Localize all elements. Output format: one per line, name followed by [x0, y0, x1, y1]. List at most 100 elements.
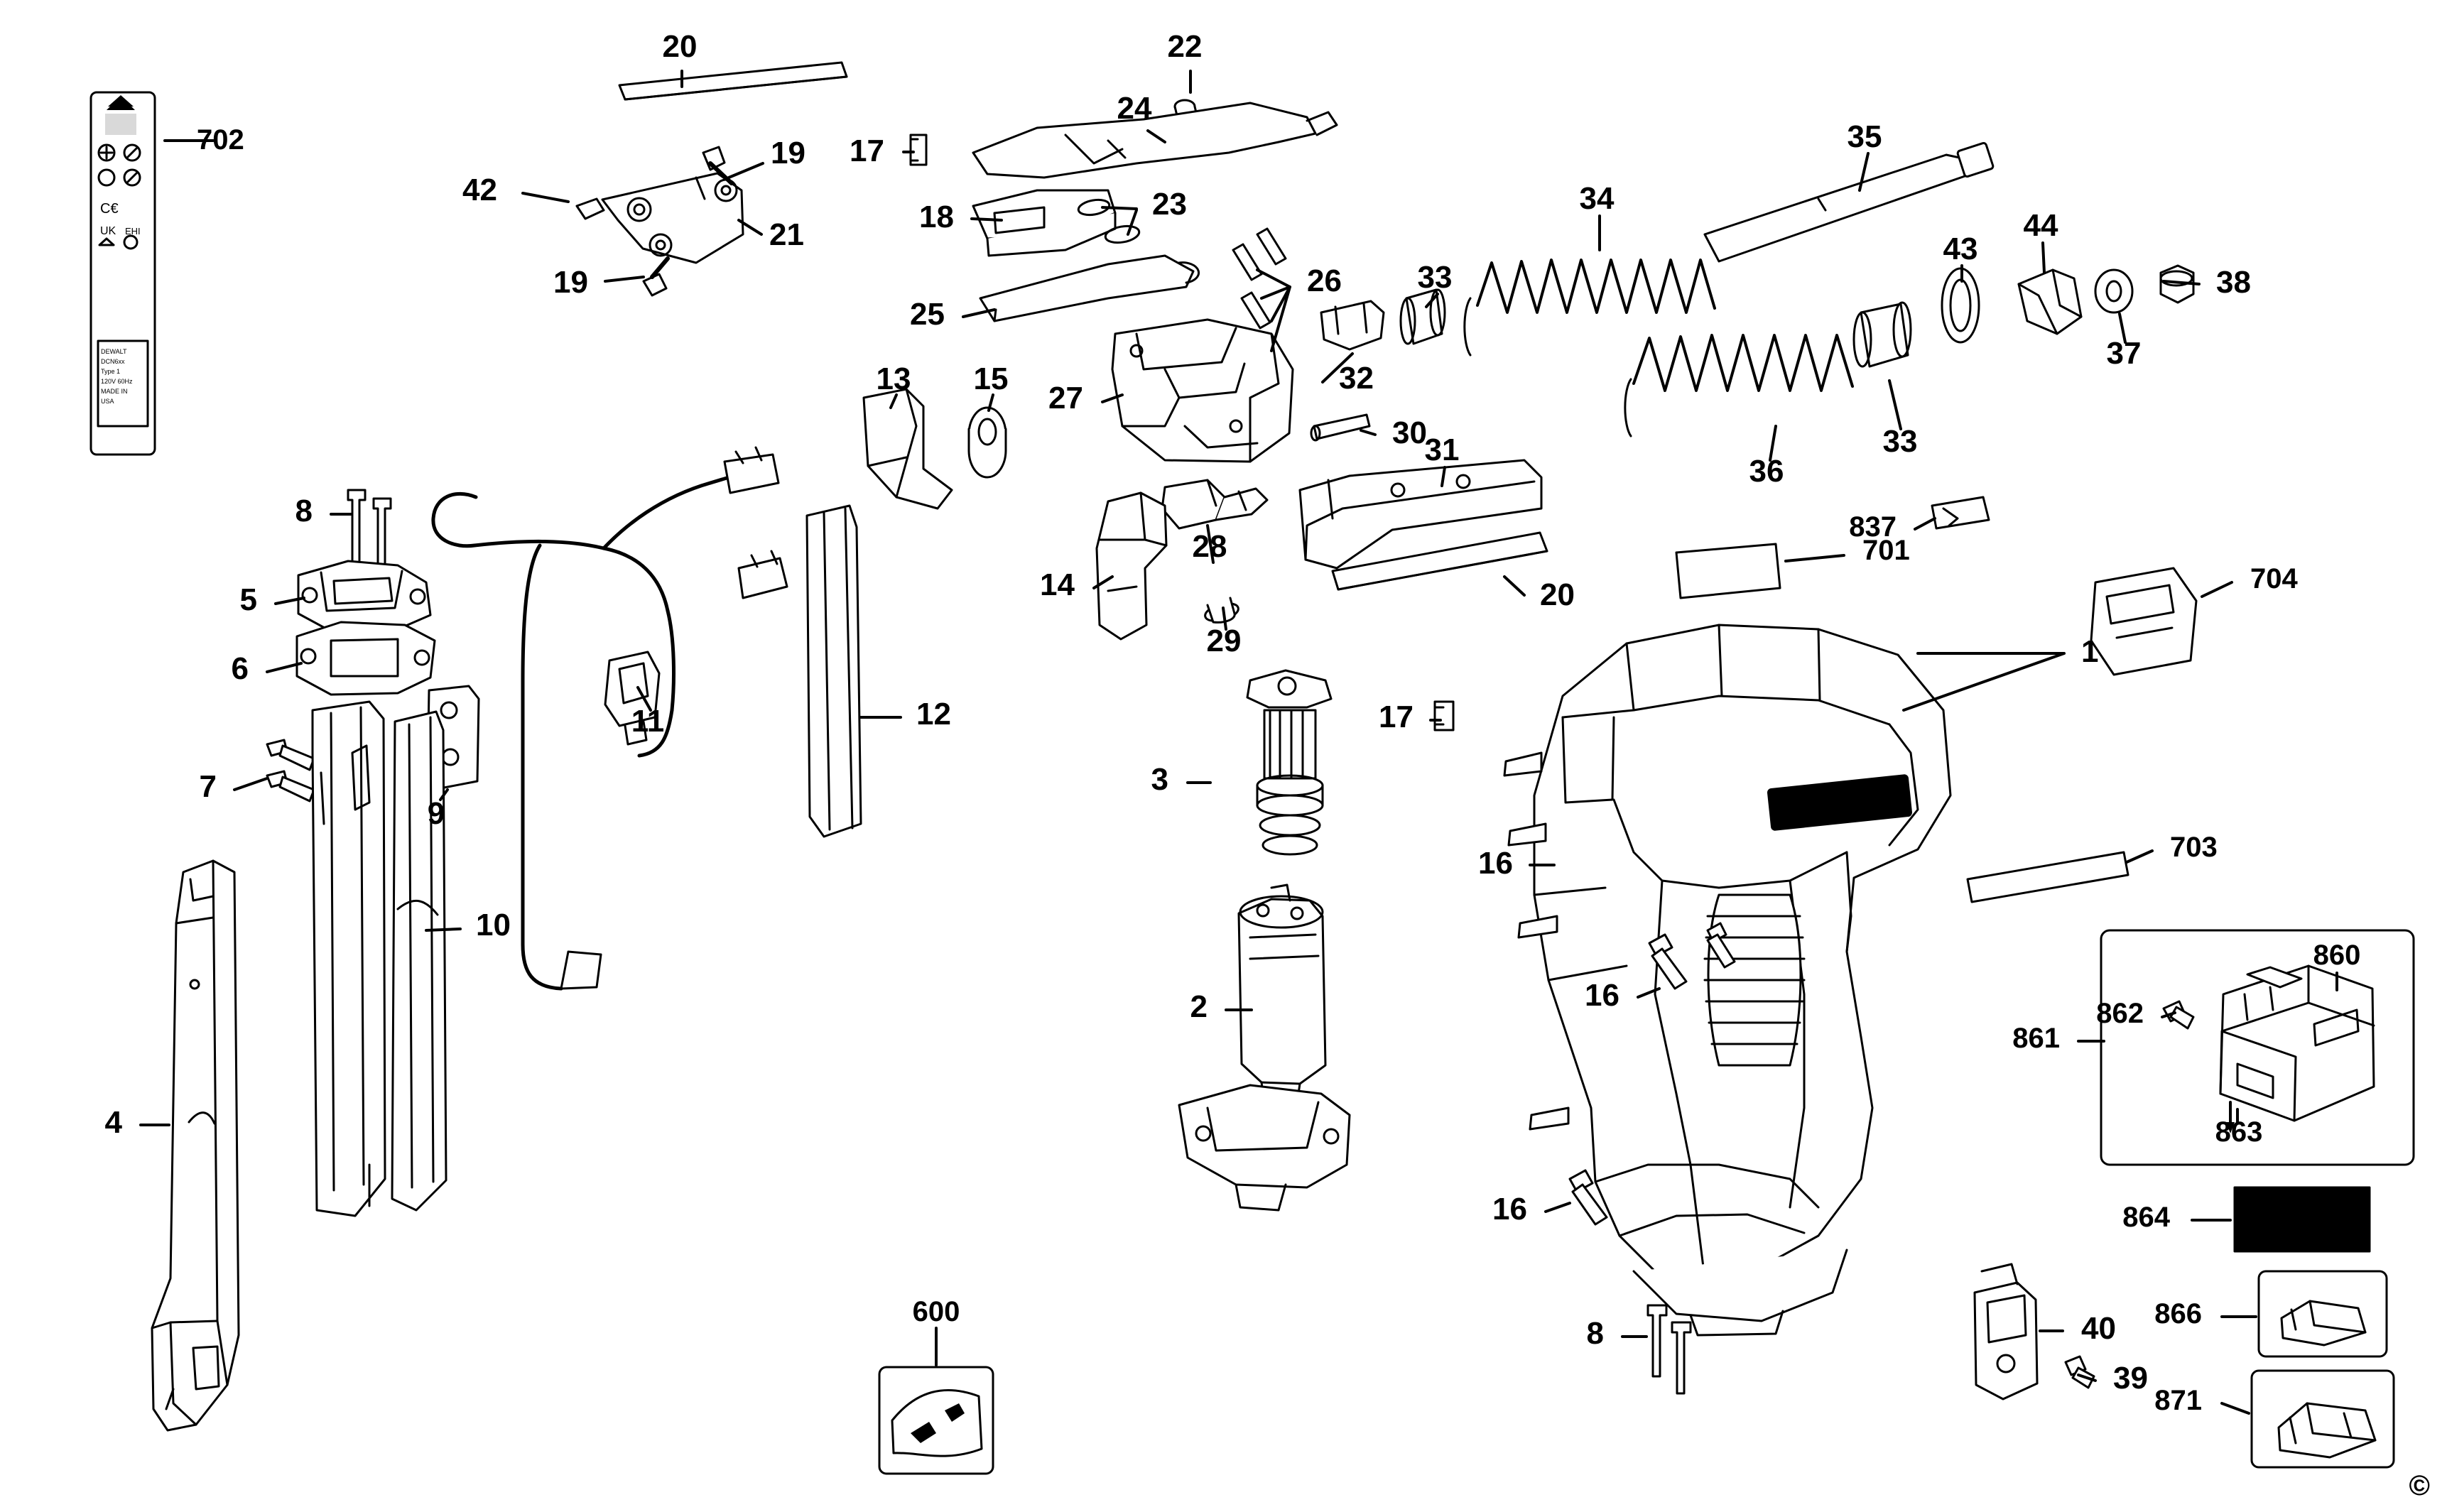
part-6-base-plate [295, 621, 436, 696]
callout-29: 29 [1206, 623, 1242, 658]
part-24-lever-arm [972, 102, 1338, 179]
copyright-mark: © [2409, 1470, 2430, 1501]
callout-17: 17 [850, 133, 884, 168]
svg-text:MADE IN: MADE IN [101, 388, 128, 395]
part-13-bracket [862, 388, 953, 510]
callout-33: 33 [1417, 259, 1453, 295]
part-17-clip-mid [1433, 700, 1455, 731]
callout-703: 703 [2170, 832, 2218, 864]
part-14-handle-piece [1095, 491, 1168, 641]
part-20-strip-top [618, 61, 848, 101]
callout-40: 40 [2081, 1310, 2116, 1346]
part-27-housing-block [1111, 318, 1294, 463]
part-40-belt-hook [1973, 1263, 2039, 1400]
part-5-cover-plate [297, 560, 432, 633]
part-4-magazine-body [151, 859, 240, 1432]
part-704-label [2090, 567, 2198, 676]
callout-13: 13 [876, 361, 911, 396]
callout-30: 30 [1392, 415, 1427, 450]
callout-15: 15 [973, 361, 1009, 396]
callout-6: 6 [231, 651, 249, 686]
part-11-wire-harness [431, 446, 788, 991]
part-866-battery-inset [2257, 1270, 2388, 1358]
part-10-magazine-rail-b [391, 710, 447, 1212]
callout-704: 704 [2250, 563, 2298, 595]
part-44-bracket [2017, 268, 2083, 335]
part-31-rail-bracket [1298, 459, 1543, 570]
part-703-label [1966, 851, 2129, 903]
callout-36: 36 [1749, 453, 1784, 489]
callout-701: 701 [1862, 535, 1910, 567]
callout-23: 23 [1152, 186, 1187, 222]
callout-702: 702 [197, 124, 244, 156]
part-3-driver-assembly [1246, 669, 1333, 856]
part-30-pin [1310, 413, 1371, 442]
part-871-battery-inset [2250, 1369, 2395, 1469]
part-16-screws [1568, 922, 1736, 1226]
callout-837: 837 [1849, 511, 1897, 543]
callout-12: 12 [916, 696, 951, 731]
part-33-cap-right [1852, 301, 1912, 368]
part-701-tag [1675, 543, 1781, 599]
callout-20: 20 [662, 28, 698, 64]
part-12-rail [805, 504, 862, 838]
part-15-roller [967, 406, 1007, 479]
part-8-screws-lower [1646, 1304, 1692, 1395]
callout-39: 39 [2113, 1360, 2148, 1396]
part-21-bracket [575, 146, 744, 297]
callout-860: 860 [2313, 940, 2361, 972]
callout-32: 32 [1339, 360, 1374, 396]
svg-text:EHI: EHI [125, 226, 141, 236]
callout-864: 864 [2122, 1202, 2170, 1234]
part-39-screw [2064, 1355, 2095, 1389]
callout-16: 16 [1492, 1191, 1527, 1227]
callout-19: 19 [771, 135, 805, 170]
part-702-warning-label: C€ UK EHI DEWALT DCN6xx Type 1 120V 60Hz… [89, 91, 156, 456]
part-38-nut [2159, 264, 2195, 304]
part-29-spacer [1204, 597, 1239, 624]
callout-38: 38 [2216, 264, 2251, 300]
callout-8: 8 [295, 493, 313, 528]
callout-31: 31 [1424, 432, 1460, 467]
part-32-bracket [1320, 300, 1385, 351]
callout-16: 16 [1478, 845, 1513, 881]
part-28-trigger [1161, 479, 1269, 530]
part-25-bar [979, 254, 1200, 322]
part-33-cap-left [1399, 288, 1446, 345]
part-1-tool-body [1503, 624, 1952, 1337]
part-837-tag [1931, 496, 1990, 530]
part-20-rail-lower [1331, 531, 1548, 591]
callout-24: 24 [1117, 90, 1152, 126]
brandplate [1767, 774, 1912, 831]
callout-18: 18 [919, 199, 954, 234]
callout-8: 8 [1586, 1315, 1604, 1351]
svg-text:Type 1: Type 1 [101, 368, 120, 375]
svg-text:USA: USA [101, 398, 114, 405]
part-17-clip-top [909, 134, 928, 166]
part-36-spring [1624, 334, 1854, 437]
part-35-rod [1703, 141, 1995, 263]
part-10-magazine-rail [311, 700, 386, 1217]
part-23-spacer [1077, 198, 1141, 244]
part-600-inset [878, 1366, 994, 1475]
svg-text:UK: UK [100, 225, 116, 237]
callout-5: 5 [239, 582, 257, 617]
callout-33: 33 [1882, 423, 1918, 459]
part-2-motor [1178, 883, 1351, 1212]
callout-16: 16 [1585, 977, 1619, 1013]
callout-21: 21 [769, 217, 804, 252]
callout-7: 7 [199, 768, 217, 804]
callout-28: 28 [1192, 528, 1227, 564]
callout-10: 10 [476, 907, 511, 942]
callout-17: 17 [1379, 699, 1414, 734]
callout-11: 11 [631, 703, 665, 739]
part-18-plate [972, 189, 1117, 257]
callout-600: 600 [912, 1296, 960, 1328]
part-7-screws [266, 739, 315, 803]
callout-871: 871 [2154, 1385, 2202, 1417]
callout-3: 3 [1151, 761, 1168, 797]
callout-1: 1 [2081, 633, 2099, 669]
part-864-strip [2233, 1186, 2371, 1253]
